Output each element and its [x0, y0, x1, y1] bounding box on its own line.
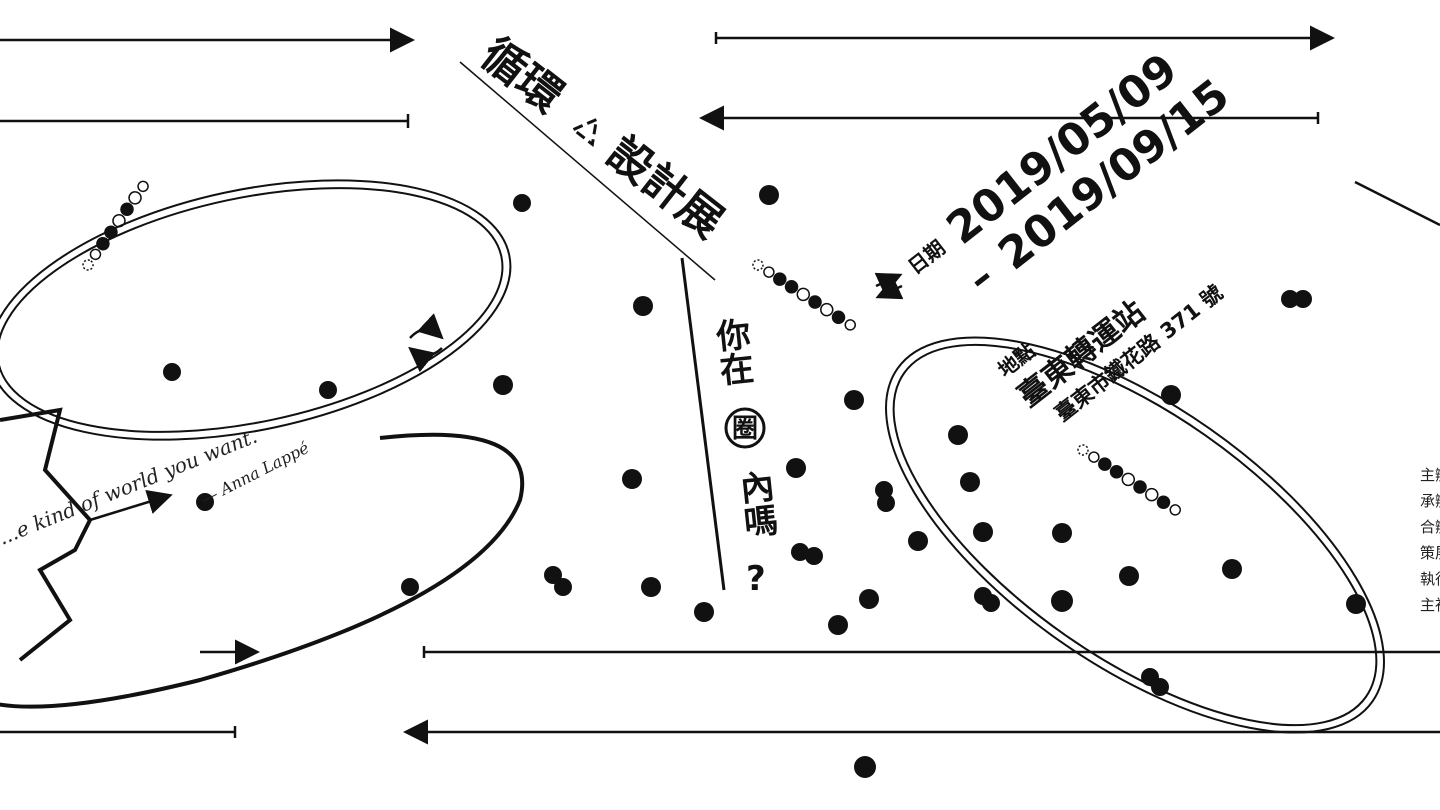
title-part1: 循環: [471, 28, 572, 122]
subtitle-top: 你在: [708, 316, 756, 388]
subtitle: 你在 圈 內嗎 ?: [708, 316, 779, 599]
credit-item: 主視: [1420, 596, 1440, 614]
title-part2: 設計展: [597, 127, 732, 248]
orbit-ellipses: [0, 61, 1385, 734]
credits-list: 主辦 承辦 合辦 策展 執行 主視: [1420, 462, 1440, 618]
credit-item: 主辦: [1420, 466, 1440, 484]
circle-mark: [724, 407, 766, 449]
question-mark: ?: [746, 559, 766, 599]
credit-item: 策展: [1420, 544, 1440, 562]
arrow-lines: [0, 25, 1440, 745]
subtitle-bottom: 內嗎: [732, 468, 779, 540]
scattered-dots: [163, 185, 1366, 778]
recycle-icon: [570, 117, 599, 148]
cycle-arrows-icon: [408, 313, 444, 373]
subtitle-circle-char: 圈: [732, 414, 758, 444]
moon-phase-icons: [82, 180, 1182, 516]
date-label: 日期: [903, 235, 949, 279]
credit-item: 合辦: [1420, 518, 1440, 536]
credit-item: 執行: [1420, 570, 1440, 588]
swap-arrows-icon: [874, 272, 904, 300]
credit-item: 承辦: [1420, 492, 1440, 510]
date-separator: –: [959, 254, 1003, 303]
